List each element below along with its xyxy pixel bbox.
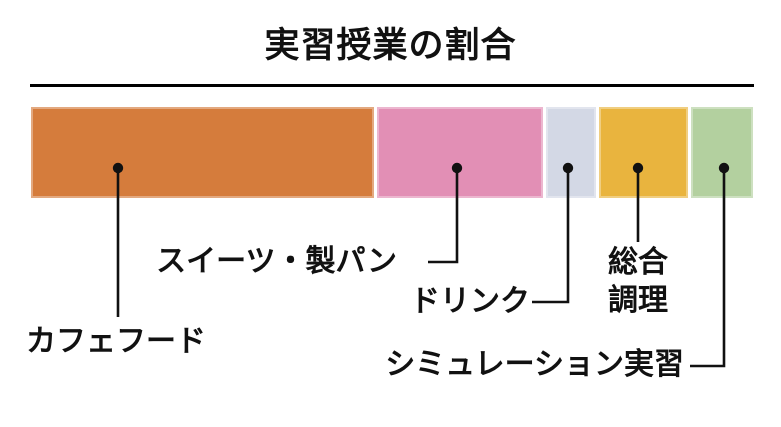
label-cafe-food: カフェフード <box>26 324 206 359</box>
title-underline <box>30 84 754 87</box>
bar-segment-0 <box>31 107 375 198</box>
label-sogo-chori: 総合調理 <box>608 245 668 318</box>
chart-title: 実習授業の割合 <box>264 26 517 66</box>
stacked-bar <box>31 107 753 198</box>
bar-segment-1 <box>377 107 544 198</box>
bar-segment-3 <box>599 107 688 198</box>
bar-segment-4 <box>690 107 753 198</box>
bar-segment-2 <box>546 107 597 198</box>
label-drink: ドリンク <box>410 284 530 319</box>
label-sweets-bread: スイーツ・製パン <box>156 244 397 279</box>
label-simulation: シミュレーション実習 <box>385 347 684 382</box>
